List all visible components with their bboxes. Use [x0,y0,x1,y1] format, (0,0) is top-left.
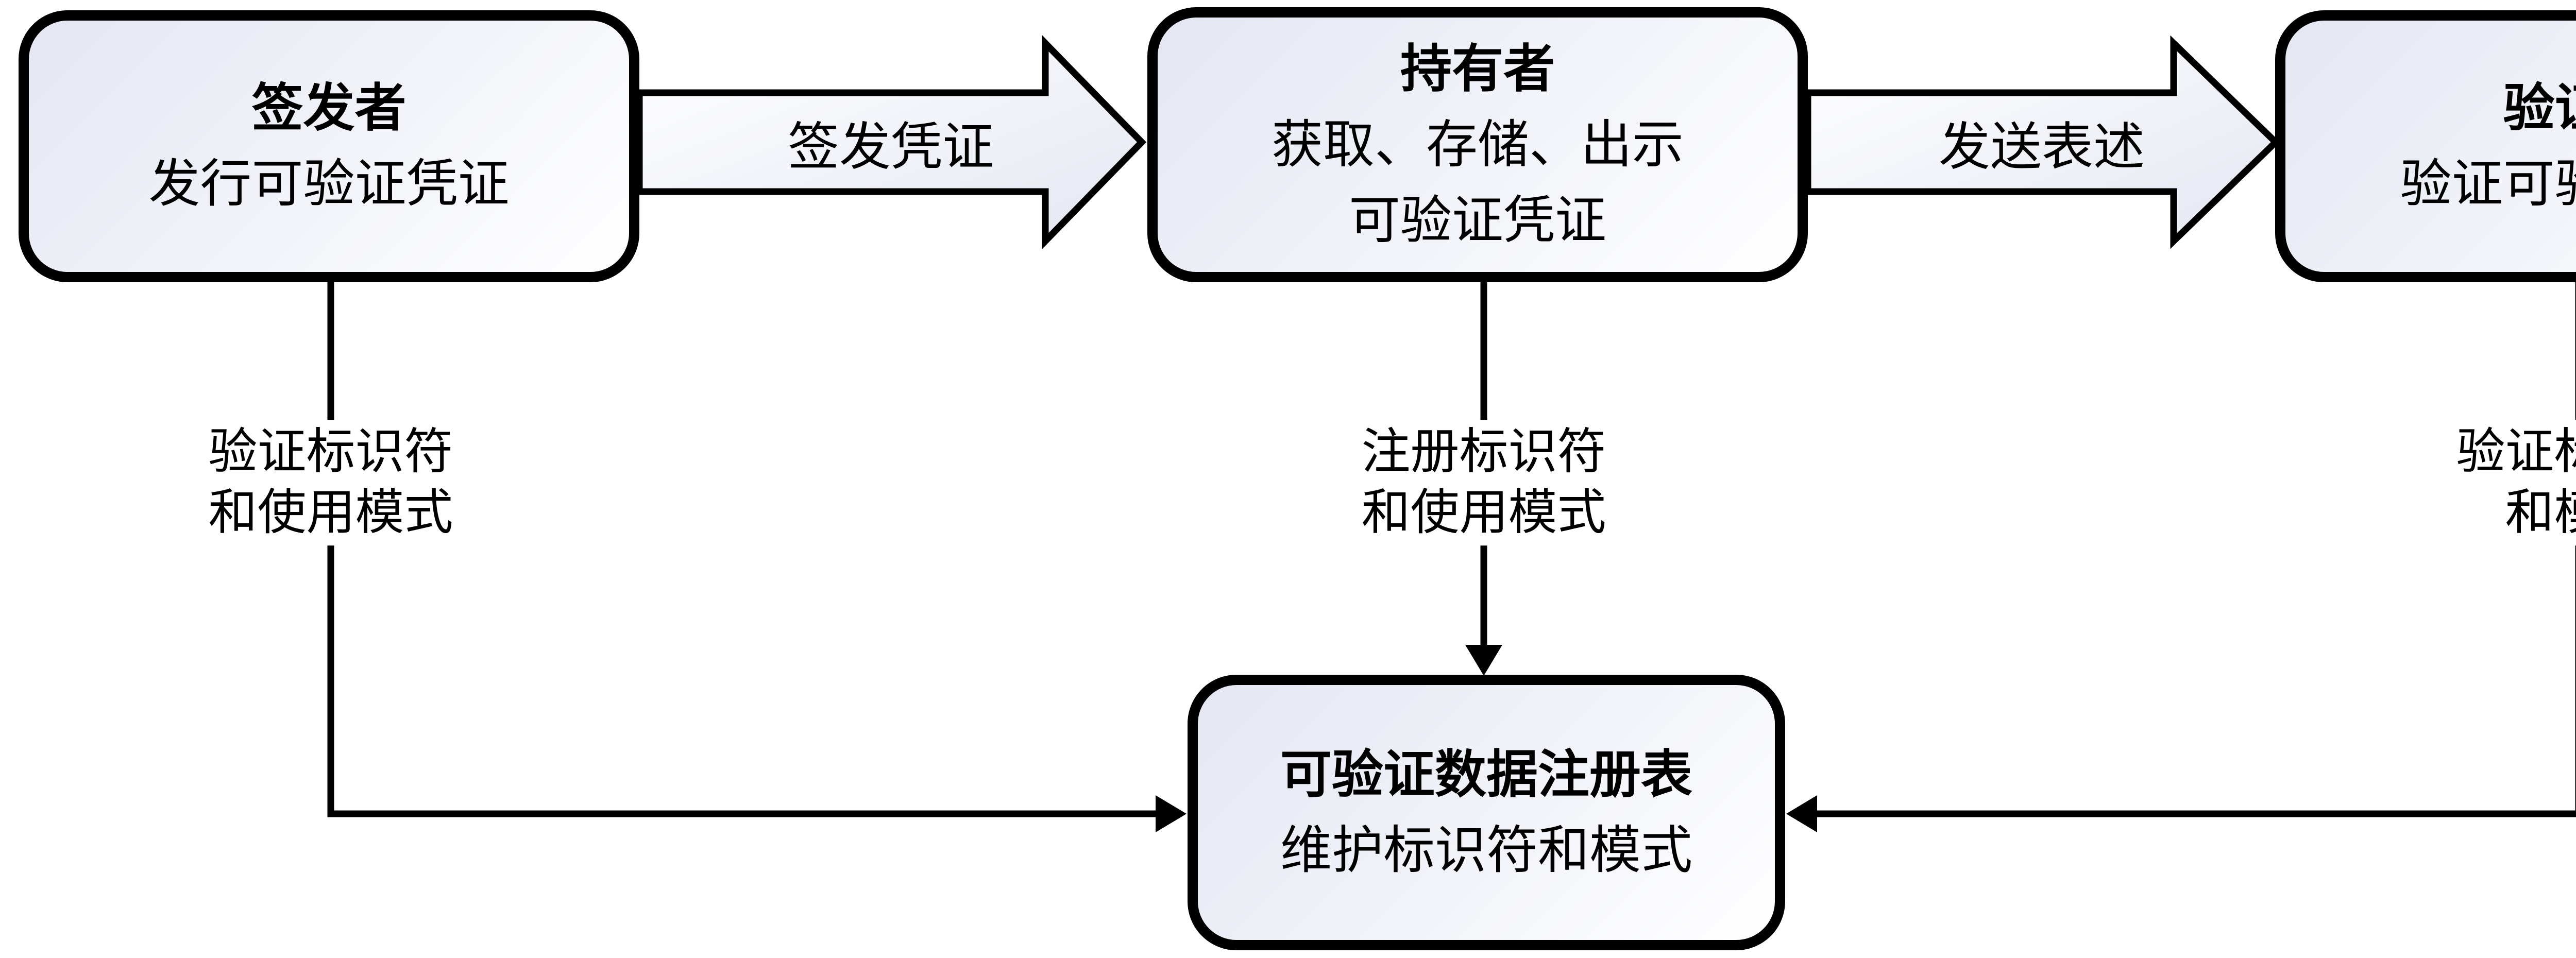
issuer-title: 签发者 [251,79,406,137]
issuer-registry-connector-label: 验证标识符 和使用模式 [200,420,462,545]
verifier-registry-arrowhead-icon [1786,795,1817,832]
issuer-registry-connector-line [327,282,1158,817]
node-issuer: 签发者 发行可验证凭证 [19,10,639,282]
verifier-description: 验证可验证凭证 [2400,155,2576,213]
verifier-registry-label-line1: 验证标识符 [2456,424,2576,480]
registry-description: 维护标识符和模式 [1280,821,1692,879]
issuer-description: 发行可验证凭证 [148,155,510,213]
verifier-registry-label-line2: 和模式 [2505,485,2576,540]
holder-registry-connector-label: 注册标识符 和使用模式 [1353,420,1615,545]
issuer-registry-label-line1: 验证标识符 [208,424,453,480]
verifier-registry-connector-line [1815,282,2576,817]
verifier-registry-connector-label: 验证标识符 和模式 [2448,420,2576,545]
holder-title: 持有者 [1400,40,1555,98]
send-presentation-block-arrow [1804,35,2281,249]
holder-description-line1: 获取、存储、出示 [1272,115,1684,174]
issue-credential-block-arrow [636,35,1147,249]
send-presentation-arrow-label: 发送表述 [1939,118,2145,176]
holder-description-line2: 可验证凭证 [1349,191,1606,249]
registry-title: 可验证数据注册表 [1280,745,1692,803]
node-registry: 可验证数据注册表 维护标识符和模式 [1188,675,1785,950]
issuer-registry-arrowhead-icon [1156,795,1187,832]
node-holder: 持有者 获取、存储、出示 可验证凭证 [1147,7,1808,282]
node-verifier: 验证者 验证可验证凭证 [2275,10,2576,282]
holder-registry-label-line2: 和使用模式 [1361,485,1606,540]
issuer-registry-label-line2: 和使用模式 [208,485,453,540]
holder-registry-label-line1: 注册标识符 [1361,424,1606,480]
verifier-title: 验证者 [2503,79,2576,137]
issue-credential-arrow-label: 签发凭证 [788,118,994,176]
holder-registry-arrowhead-icon [1465,645,1502,676]
